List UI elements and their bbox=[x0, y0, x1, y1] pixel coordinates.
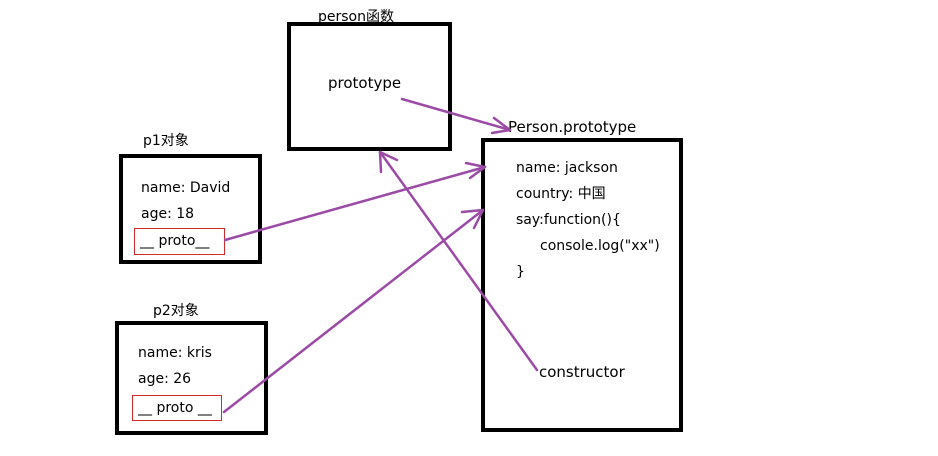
person-prototype-title: Person.prototype bbox=[508, 118, 637, 136]
person-prototype-box bbox=[481, 138, 683, 432]
p2-name: name: kris bbox=[138, 345, 212, 361]
prototype-line-say: say:function(){ bbox=[516, 212, 621, 228]
constructor-label: constructor bbox=[539, 363, 625, 381]
p2-title: p2对象 bbox=[153, 303, 199, 319]
p2-age: age: 26 bbox=[138, 371, 192, 387]
prototype-line-name: name: jackson bbox=[516, 160, 618, 176]
person-function-box bbox=[287, 22, 452, 151]
person-function-title: person函数 bbox=[318, 9, 394, 25]
prototype-line-console: console.log("xx") bbox=[540, 238, 660, 254]
arrow-p1-proto-to-person-prototype bbox=[223, 165, 487, 242]
arrowhead-constructor bbox=[378, 150, 399, 174]
p1-age: age: 18 bbox=[141, 206, 195, 222]
prototype-line-country: country: 中国 bbox=[516, 186, 606, 202]
p1-proto-box: __ proto__ bbox=[134, 228, 225, 255]
prototype-label: prototype bbox=[328, 74, 402, 92]
arrowhead-p2 bbox=[460, 208, 485, 230]
p1-name: name: David bbox=[141, 180, 231, 196]
prototype-line-close-brace: } bbox=[516, 264, 525, 280]
p2-proto-box: __ proto __ bbox=[132, 395, 222, 421]
p1-title: p1对象 bbox=[143, 133, 189, 149]
